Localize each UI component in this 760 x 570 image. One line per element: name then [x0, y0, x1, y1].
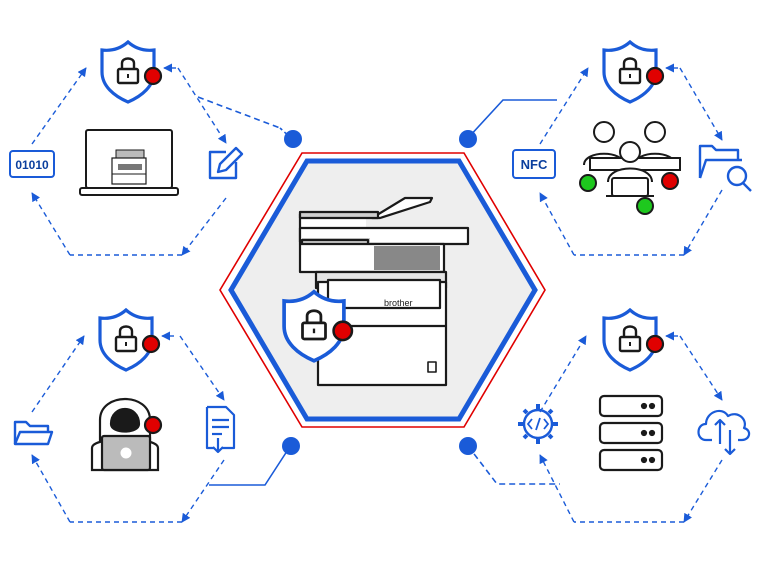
cloud-sync-icon — [697, 409, 751, 456]
module-device-monitoring: 01010 — [9, 40, 244, 256]
module-dashed-hexagon — [31, 335, 225, 523]
nfc-icon: NFC — [512, 149, 556, 179]
folder-icon — [13, 420, 54, 446]
code-gear-icon — [518, 404, 558, 444]
svg-text:NFC: NFC — [521, 157, 548, 172]
module-threat-protection — [13, 308, 236, 523]
shield-lock-icon — [100, 40, 163, 104]
server-stack-icon — [598, 394, 664, 472]
document-download-icon — [205, 405, 236, 454]
module-dashed-hexagon — [539, 67, 723, 256]
connector-nodes — [282, 130, 477, 455]
svg-text:01010: 01010 — [15, 158, 49, 172]
module-dashed-hexagon — [31, 67, 227, 256]
users-group-icon — [579, 121, 681, 215]
binary-data-icon: 01010 — [9, 150, 55, 178]
shield-lock-icon — [602, 308, 665, 372]
module-user-authentication: NFC — [512, 40, 752, 256]
brand-label: brother — [384, 298, 413, 308]
hacker-icon — [90, 398, 163, 472]
connectors — [197, 96, 560, 486]
module-firmware-security — [518, 308, 751, 523]
shield-lock-icon — [602, 40, 665, 104]
folder-search-icon — [698, 144, 752, 192]
module-dashed-hexagon — [539, 335, 723, 523]
laptop-printer-icon — [79, 129, 179, 196]
mfp-printer-icon — [298, 196, 470, 387]
shield-lock-icon — [98, 308, 161, 372]
center-hex-red-outline — [219, 152, 546, 428]
edit-icon — [208, 146, 244, 180]
center-printer-module: brother — [219, 152, 546, 428]
